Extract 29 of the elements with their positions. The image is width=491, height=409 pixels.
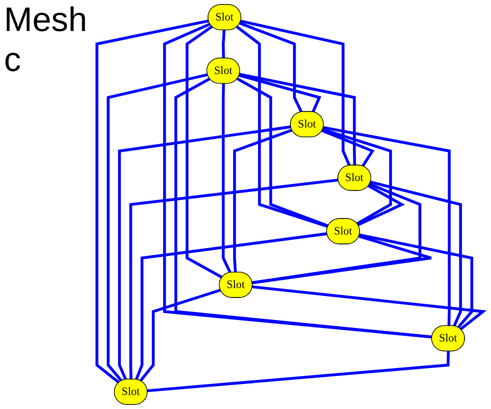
connector bbox=[236, 26, 328, 228]
connector bbox=[322, 129, 375, 167]
connector bbox=[174, 78, 432, 338]
connector bbox=[186, 25, 223, 279]
heading-text: c bbox=[4, 40, 22, 80]
connector bbox=[359, 234, 474, 328]
connector bbox=[239, 22, 303, 113]
connector bbox=[322, 128, 392, 225]
connector bbox=[239, 72, 356, 166]
connector bbox=[135, 232, 328, 380]
connector bbox=[147, 351, 450, 392]
connector bbox=[96, 19, 209, 384]
connector bbox=[240, 20, 351, 166]
connector bbox=[252, 182, 422, 284]
connector bbox=[106, 73, 208, 382]
connector bbox=[139, 288, 221, 382]
connector bbox=[370, 180, 462, 327]
connector bbox=[238, 74, 322, 113]
connector bbox=[252, 234, 433, 284]
connector bbox=[233, 128, 292, 272]
connector bbox=[236, 78, 329, 228]
connector bbox=[118, 125, 292, 380]
connector bbox=[129, 178, 338, 380]
heading-text: Mesh bbox=[4, 0, 88, 40]
connector bbox=[252, 285, 487, 330]
connector bbox=[323, 126, 451, 326]
connector bbox=[222, 84, 232, 274]
connector bbox=[222, 30, 226, 58]
connector bbox=[163, 22, 432, 338]
